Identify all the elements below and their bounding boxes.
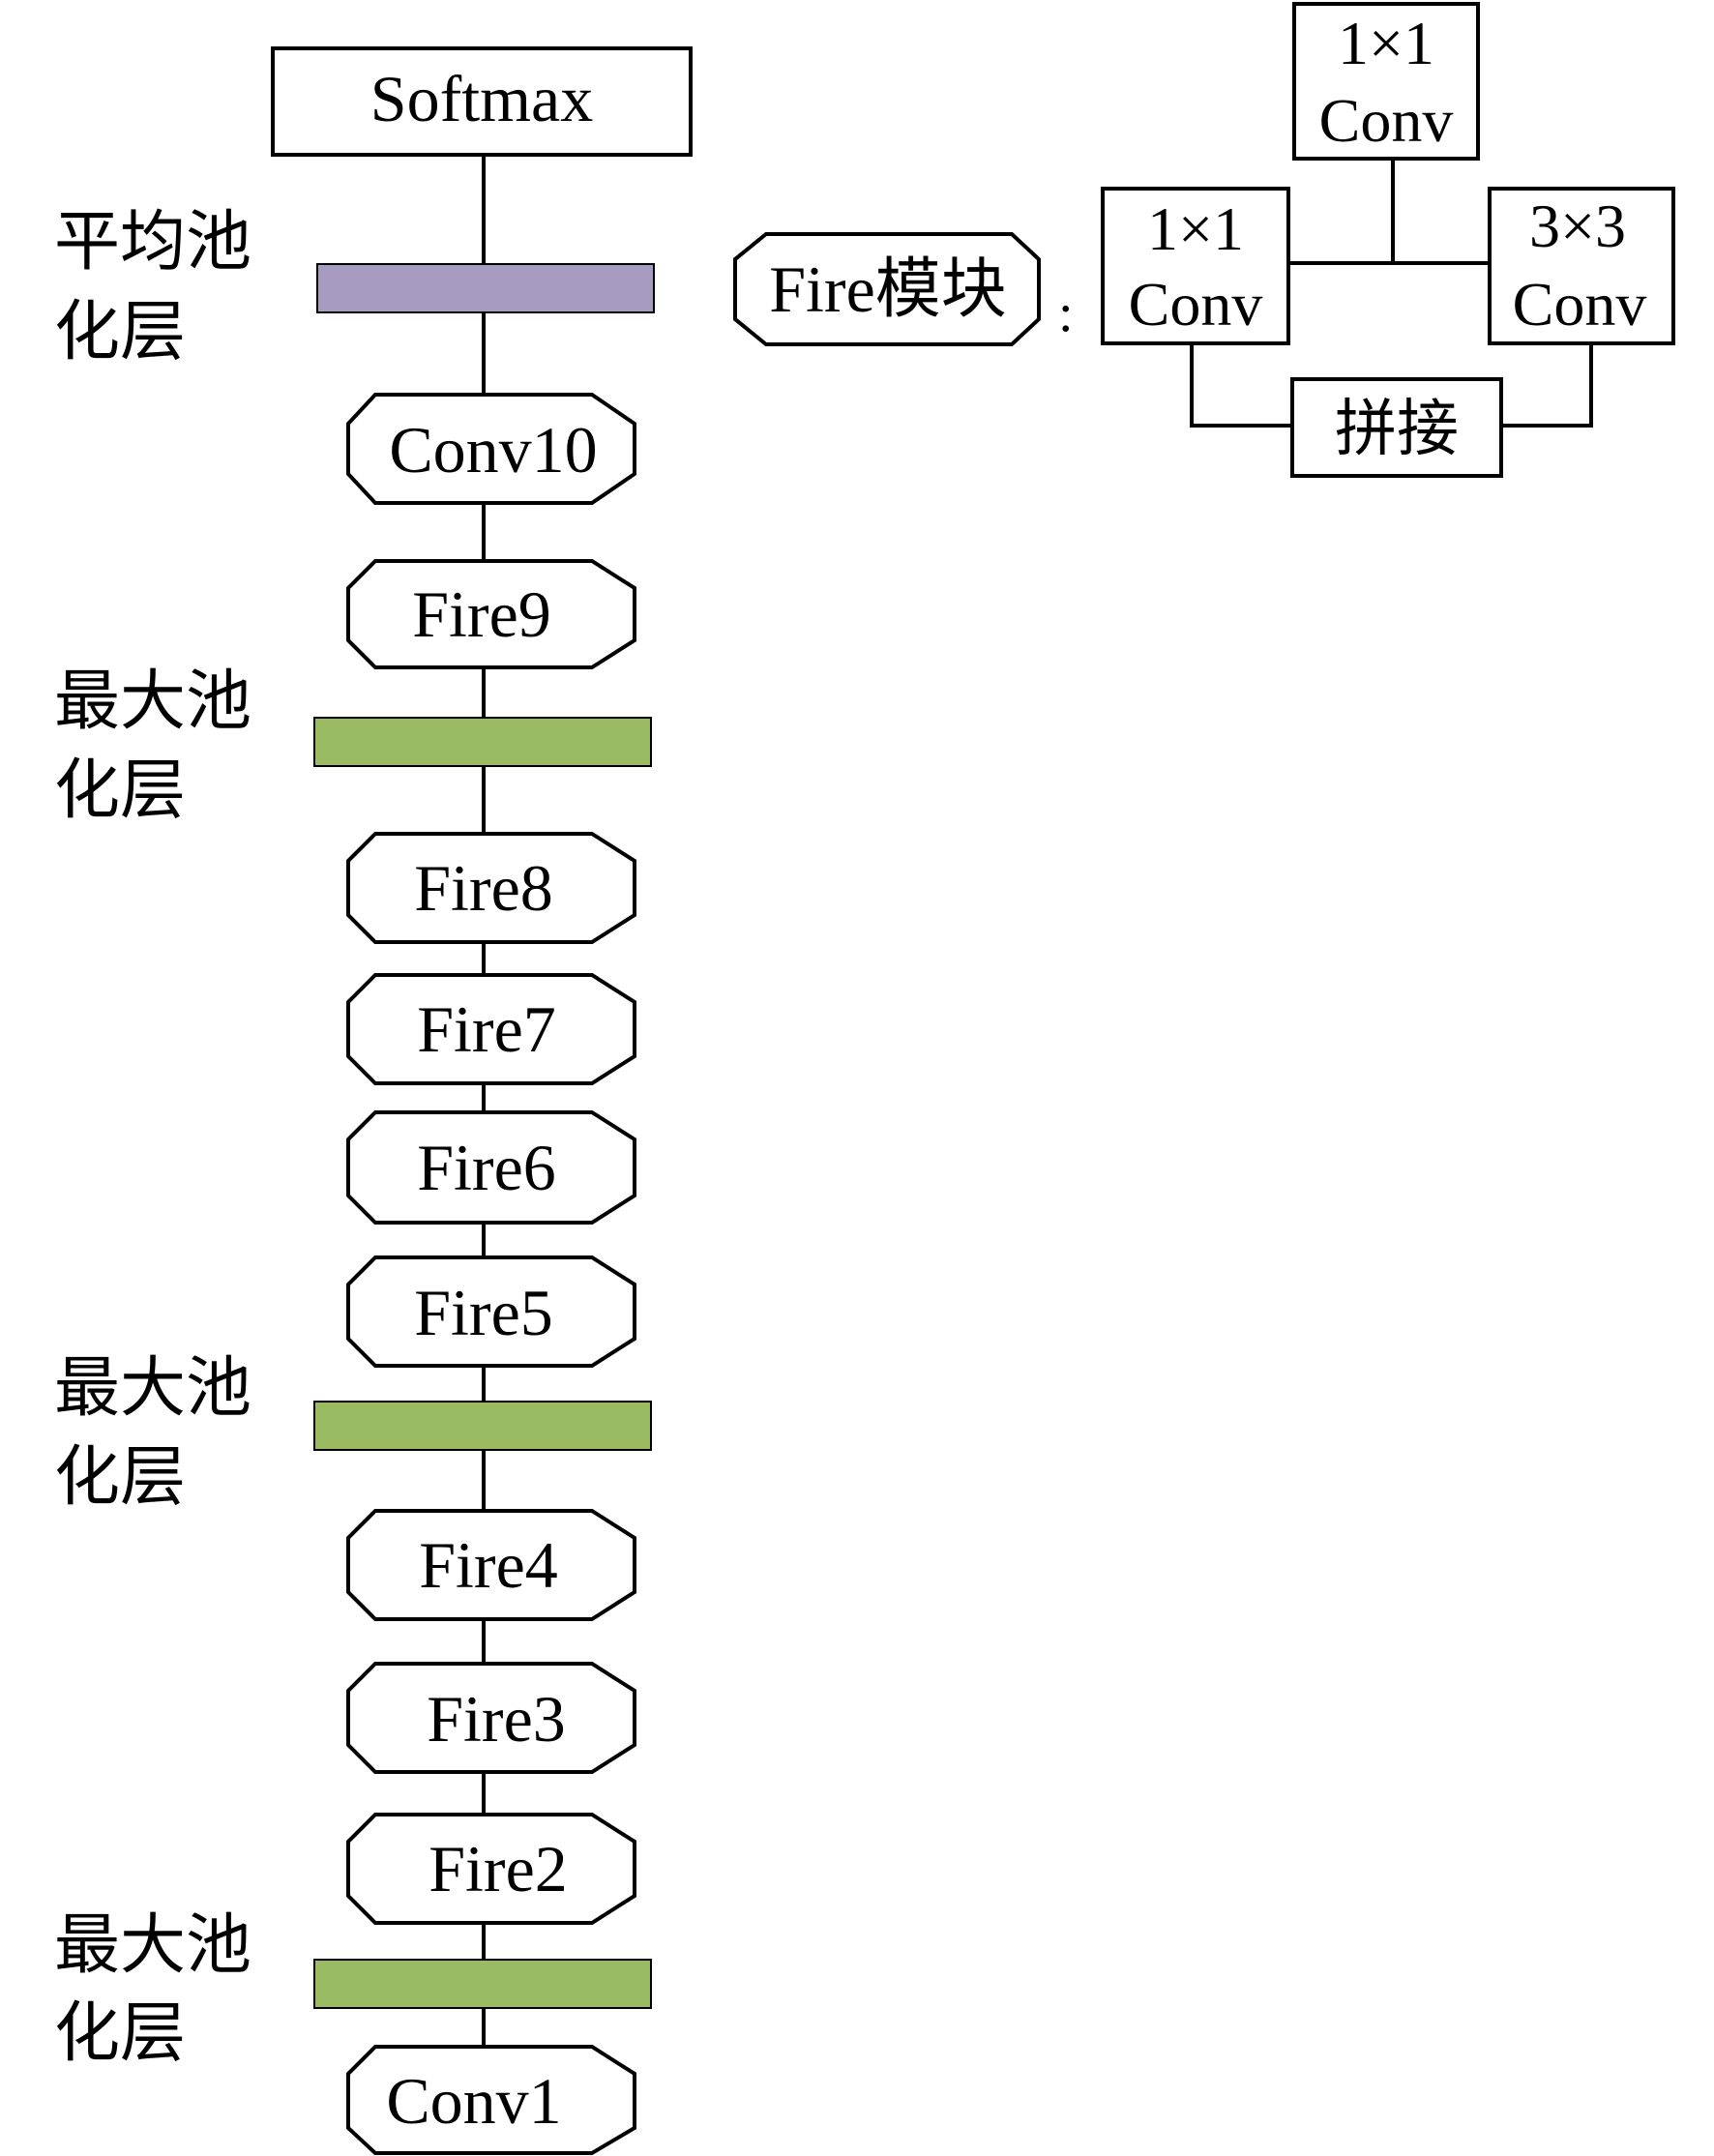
fire8-label: Fire8	[414, 851, 553, 925]
conv1-label: Conv1	[386, 2064, 561, 2138]
max-pool-3-label-line2: 化层	[54, 753, 186, 827]
fire4-label: Fire4	[419, 1528, 558, 1602]
fire-module-title-node: Fire模块	[733, 232, 1041, 346]
max-pooling-layer-3: 最大池 化层	[54, 665, 652, 827]
avg-pool-label-line1: 平均池	[54, 205, 251, 279]
fire2-node: Fire2	[346, 1813, 636, 1925]
max-pool-2-label-line2: 化层	[54, 1440, 186, 1514]
fire9-label: Fire9	[412, 577, 551, 651]
fire8-node: Fire8	[346, 832, 636, 944]
fire3-label: Fire3	[427, 1682, 566, 1756]
expand-3x3-line2: Conv	[1513, 270, 1647, 339]
expand-1x1-line1: 1×1	[1147, 194, 1244, 263]
softmax-label: Softmax	[370, 62, 593, 135]
concat-label: 拼接	[1335, 395, 1459, 463]
squeeze-conv-box: 1×1 Conv	[1292, 2, 1480, 161]
fire6-node: Fire6	[346, 1110, 636, 1225]
max-pool-2-label-line1: 最大池	[54, 1351, 251, 1425]
avg-pooling-layer: 平均池 化层	[54, 205, 655, 369]
fire-module-title: Fire模块	[769, 252, 1007, 326]
expand-1x1-conv-box: 1×1 Conv	[1101, 187, 1290, 345]
max-pool-bar-2	[313, 1401, 652, 1451]
max-pool-3-label-line1: 最大池	[54, 665, 251, 738]
squeeze-conv-line1: 1×1	[1338, 9, 1434, 77]
fire9-node: Fire9	[346, 559, 636, 669]
expand-3x3-conv-box: 3×3 Conv	[1488, 187, 1675, 345]
avg-pool-label-line2: 化层	[54, 295, 186, 369]
fire-module-legend: Fire模块 : 1×1 Conv 1×1 Conv 3×3 Conv	[733, 2, 1675, 478]
fire5-label: Fire5	[414, 1276, 553, 1349]
avg-pool-bar	[316, 263, 655, 313]
concat-box: 拼接	[1290, 377, 1503, 478]
max-pooling-layer-1: 最大池 化层	[54, 1908, 652, 2070]
max-pool-bar-1	[313, 1959, 652, 2009]
squeeze-conv-line2: Conv	[1319, 86, 1454, 155]
max-pool-1-label-line1: 最大池	[54, 1908, 251, 1982]
fire7-node: Fire7	[346, 973, 636, 1085]
expand-3x3-line1: 3×3	[1529, 192, 1626, 260]
fire-module-separator: :	[1058, 283, 1074, 343]
conv10-node: Conv10	[346, 393, 636, 505]
fire5-node: Fire5	[346, 1255, 636, 1368]
fire3-node: Fire3	[346, 1662, 636, 1774]
max-pool-bar-3	[313, 717, 652, 767]
softmax-node: Softmax	[271, 46, 693, 157]
left-to-concat-connector	[1190, 344, 1292, 428]
max-pool-1-label-line2: 化层	[54, 1996, 186, 2070]
conv1-node: Conv1	[346, 2045, 636, 2155]
conv10-label: Conv10	[389, 413, 597, 487]
right-to-concat-connector	[1501, 344, 1593, 428]
expand-1x1-line2: Conv	[1129, 270, 1263, 339]
fire6-label: Fire6	[417, 1131, 556, 1204]
fire2-label: Fire2	[428, 1832, 568, 1905]
fire7-label: Fire7	[417, 992, 556, 1066]
max-pooling-layer-2: 最大池 化层	[54, 1351, 652, 1514]
fire4-node: Fire4	[346, 1509, 636, 1621]
